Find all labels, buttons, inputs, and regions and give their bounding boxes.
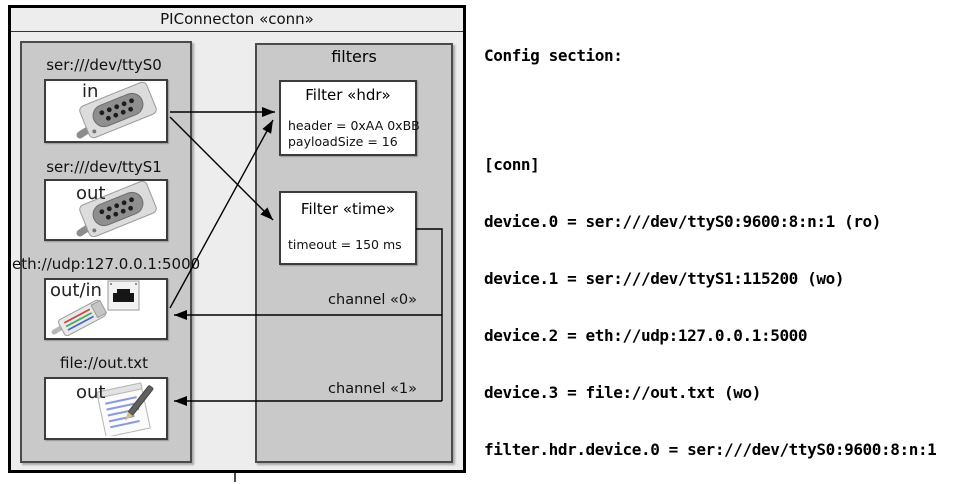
filter-hdr-title: Filter «hdr»	[305, 86, 391, 104]
device-box-eth: out/in	[44, 278, 168, 340]
filter-hdr-attr-payloadsize: payloadSize = 16	[288, 134, 398, 149]
filter-time-title: Filter «time»	[300, 200, 396, 218]
device-label-file: file://out.txt	[60, 354, 148, 372]
device-box-ttys0: in	[44, 79, 168, 143]
device-port-label: out/in	[50, 280, 102, 301]
device-box-file: out	[44, 377, 168, 440]
device-label-ttys1: ser:///dev/ttyS1	[46, 158, 162, 176]
filter-time-attr-timeout: timeout = 150 ms	[288, 237, 402, 252]
filter-hdr-attr-header: header = 0xAA 0xBB	[288, 118, 420, 133]
config-line: device.1 = ser:///dev/ttyS1:115200 (wo)	[484, 269, 845, 288]
filters-group-title: filters	[331, 47, 377, 66]
filter-time-box: Filter «time» timeout = 150 ms	[279, 191, 417, 265]
device-box-ttys1: out	[44, 179, 168, 241]
config-gap	[484, 103, 962, 117]
config-line: device.3 = file://out.txt (wo)	[484, 383, 761, 402]
ethernet-connector-icon	[46, 280, 166, 338]
channel-0-label: channel «0»	[328, 292, 417, 308]
serial-connector-icon	[46, 180, 166, 239]
filter-hdr-box: Filter «hdr» header = 0xAA 0xBB payloadS…	[279, 80, 420, 156]
config-section: Config section: [conn] device.0 = ser://…	[484, 8, 962, 484]
device-label-ttys0: ser:///dev/ttyS0	[46, 56, 162, 74]
config-line: filter.hdr.device.0 = ser:///dev/ttyS0:9…	[484, 440, 937, 459]
device-port-label: in	[82, 81, 99, 102]
channel-1-label: channel «1»	[328, 381, 417, 397]
notepad-document-icon	[46, 379, 166, 438]
device-port-label: out	[76, 382, 106, 403]
device-label-eth: eth://udp:127.0.0.1:5000	[12, 255, 201, 273]
serial-connector-icon	[46, 81, 166, 141]
diagram-title: PIConnecton «conn»	[160, 10, 314, 28]
config-heading: Config section:	[484, 46, 623, 65]
title-divider	[11, 31, 463, 32]
device-port-label: out	[76, 183, 106, 204]
config-line: device.0 = ser:///dev/ttyS0:9600:8:n:1 (…	[484, 212, 882, 231]
config-line: [conn]	[484, 155, 540, 174]
config-line: device.2 = eth://udp:127.0.0.1:5000	[484, 326, 808, 345]
